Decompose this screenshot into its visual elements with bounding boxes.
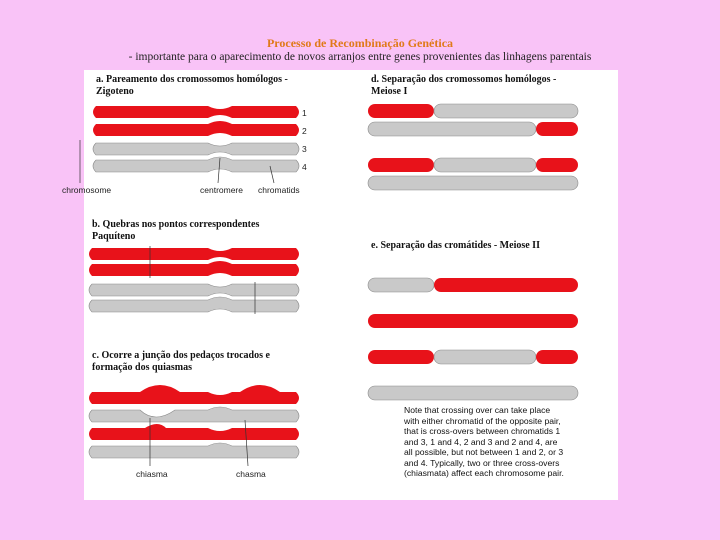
section-d-chromosomes <box>367 103 579 191</box>
e-chromatid-2-red <box>368 314 578 328</box>
chromatid-1-c <box>89 385 299 404</box>
chromatid-3-a <box>92 142 300 156</box>
chromatid-4-a <box>92 156 300 173</box>
chromatid-number-4: 4 <box>302 162 307 172</box>
section-b-line2: Paquíteno <box>92 231 136 242</box>
chromatid-number-3: 3 <box>302 144 307 154</box>
chromosome-label: chromosome <box>62 185 111 195</box>
section-e-heading: e. Separação das cromátides - Meiose II <box>371 240 540 252</box>
section-d-line1: d. Separação dos cromossomos homólogos - <box>371 74 557 85</box>
chromatid-1-a <box>93 106 299 118</box>
section-a-chromosomes: 1 2 3 4 chromosome centromere chromatids <box>62 106 307 195</box>
centromere-label: centromere <box>200 185 243 195</box>
chromatid-2-a <box>93 121 299 136</box>
chiasma-label: chiasma <box>136 469 168 479</box>
chasma-pointer <box>244 419 249 467</box>
chromatid-3-c <box>89 424 299 440</box>
chromatid-4-b <box>88 296 300 313</box>
chromatid-3-b <box>88 283 300 297</box>
chromatids-label: chromatids <box>258 185 300 195</box>
centromere-pointer <box>217 157 221 184</box>
section-d-heading: d. Separação dos cromossomos homólogos -… <box>371 74 556 98</box>
section-d-line2: Meiose I <box>371 86 408 97</box>
crossing-over-note: Note that crossing over can take place w… <box>404 405 564 478</box>
section-b-heading: b. Quebras nos pontos correspondentes Pa… <box>92 219 259 243</box>
chromatids-pointer <box>269 165 275 184</box>
section-a-heading: a. Pareamento dos cromossomos homólogos … <box>96 74 288 98</box>
homolog-pair-gray <box>367 157 579 191</box>
d-chromatid-1-gray <box>433 103 579 119</box>
e-chromatid-3-red <box>368 350 434 364</box>
d-chromatid-4-gray <box>367 175 579 191</box>
d-chromatid-3-red <box>368 158 434 172</box>
section-e-line1: e. Separação das cromátides - Meiose II <box>371 240 540 251</box>
chromatid-4-c <box>88 442 300 459</box>
section-e-chromosomes <box>367 277 579 401</box>
section-c-line2: formação dos quiasmas <box>92 362 193 373</box>
chromatid-1-b <box>89 248 299 260</box>
section-b-line1: b. Quebras nos pontos correspondentes <box>92 219 260 230</box>
page-title: Processo de Recombinação Genética <box>266 36 454 50</box>
chromatid-2-b <box>89 261 299 276</box>
e-chromatid-3-gray <box>433 349 537 365</box>
e-chromatid-4-gray <box>367 385 579 401</box>
section-a-line1: a. Pareamento dos cromossomos homólogos … <box>96 74 288 85</box>
section-c-line1: c. Ocorre a junção dos pedaços trocados … <box>92 350 270 361</box>
chromatid-number-1: 1 <box>302 108 307 118</box>
page-subtitle: - importante para o aparecimento de novo… <box>128 51 592 63</box>
chromatid-number-2: 2 <box>302 126 307 136</box>
d-chromatid-2-gray <box>367 121 537 137</box>
e-chromatid-1-red <box>434 278 578 292</box>
section-a-line2: Zigoteno <box>96 86 134 97</box>
d-chromatid-1-red <box>368 104 434 118</box>
section-b-chromosomes <box>88 246 300 314</box>
d-chromatid-3-gray <box>433 157 537 173</box>
homolog-pair-red <box>367 103 579 137</box>
e-chromatid-1-gray <box>367 277 435 293</box>
chasma-label: chasma <box>236 469 266 479</box>
chromatid-2-c <box>88 406 300 423</box>
section-c-heading: c. Ocorre a junção dos pedaços trocados … <box>92 350 270 374</box>
e-chromatid-3-red-end <box>536 350 578 364</box>
section-c-chromosomes: chiasma chasma <box>88 385 300 479</box>
d-chromatid-2-red <box>536 122 578 136</box>
d-chromatid-3-red-end <box>536 158 578 172</box>
